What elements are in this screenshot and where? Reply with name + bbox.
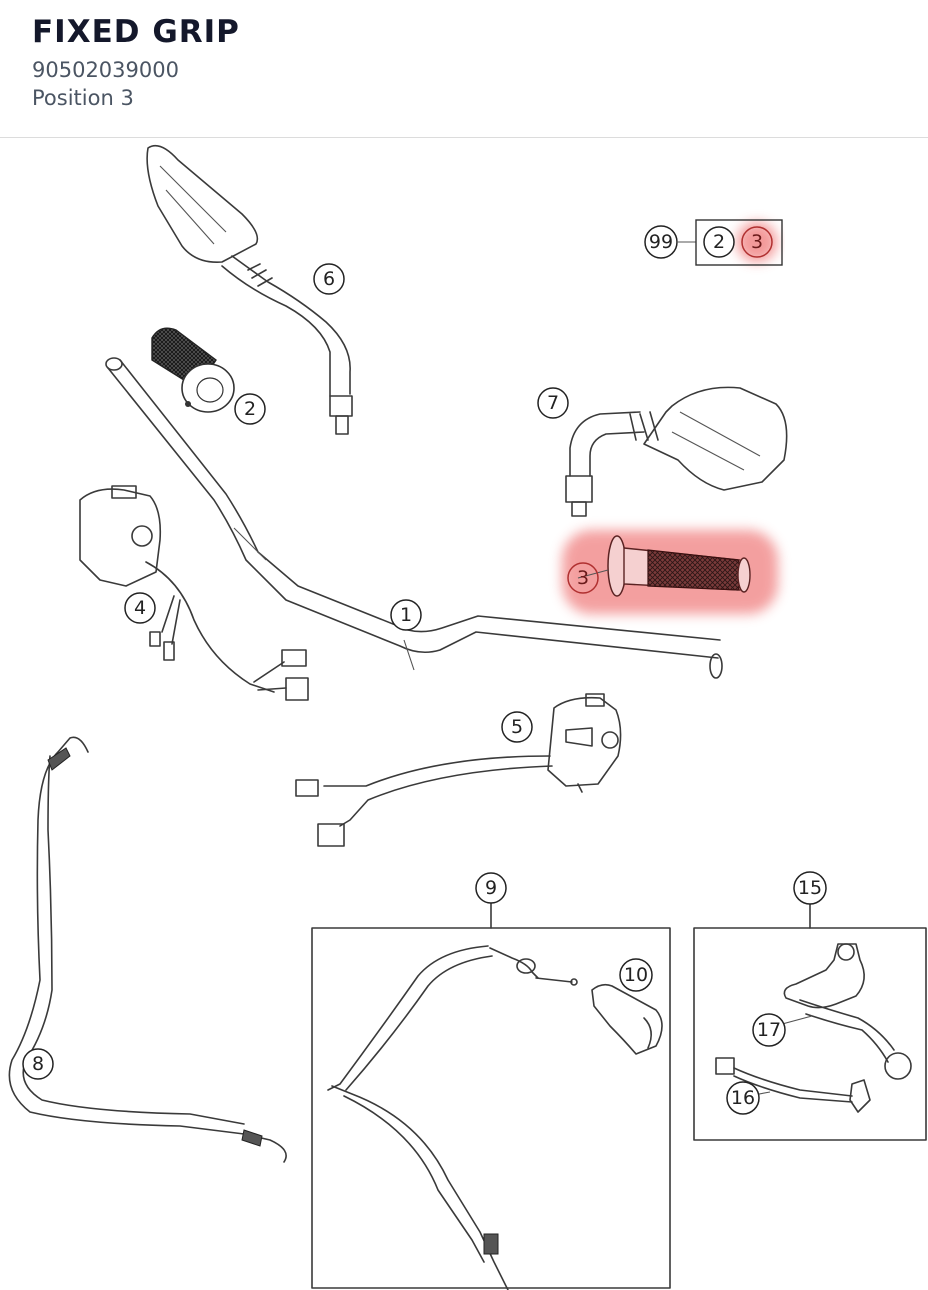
svg-text:1: 1 [400, 604, 412, 626]
callout-9[interactable]: 9 [475, 872, 507, 904]
handlebar-part[interactable] [105, 357, 723, 679]
position-label: Position 3 [32, 86, 134, 110]
page-title: FIXED GRIP [32, 14, 240, 50]
svg-text:16: 16 [731, 1087, 755, 1109]
right-switch-part[interactable] [295, 693, 622, 847]
svg-text:10: 10 [624, 964, 648, 986]
left-grip-part[interactable] [151, 327, 235, 413]
throttle-cable-part[interactable] [327, 945, 578, 1290]
callout-7[interactable]: 7 [537, 387, 569, 419]
highlight-glow-ref [737, 222, 777, 262]
brake-switch-part[interactable] [715, 1057, 871, 1113]
left-mirror-part[interactable] [146, 144, 353, 435]
svg-text:3: 3 [577, 567, 589, 589]
callout-17[interactable]: 17 [752, 1013, 786, 1047]
svg-text:15: 15 [798, 877, 822, 899]
callout-8[interactable]: 8 [22, 1048, 54, 1080]
svg-text:5: 5 [511, 716, 523, 738]
callout-2[interactable]: 2 [234, 393, 266, 425]
callout-15[interactable]: 15 [793, 871, 827, 905]
left-switch-part[interactable] [79, 485, 309, 701]
callout-16[interactable]: 16 [726, 1081, 760, 1115]
part-number: 90502039000 [32, 58, 179, 82]
svg-text:3: 3 [751, 231, 763, 253]
fixed-grip-part[interactable] [607, 535, 751, 597]
svg-text:99: 99 [649, 231, 673, 253]
right-mirror-part[interactable] [565, 386, 788, 517]
svg-text:17: 17 [757, 1019, 781, 1041]
svg-text:2: 2 [244, 398, 256, 420]
svg-text:4: 4 [134, 597, 146, 619]
callout-10[interactable]: 10 [619, 958, 653, 992]
svg-text:8: 8 [32, 1053, 44, 1075]
parts-diagram: 1 2 3 4 5 6 7 8 9 10 15 16 17 99 2 3 [8, 144, 927, 1290]
callout-1[interactable]: 1 [390, 599, 422, 631]
header: FIXED GRIP 90502039000 Position 3 [0, 0, 928, 138]
callout-99[interactable]: 99 [644, 225, 678, 259]
cable-cover-part[interactable] [591, 983, 663, 1055]
svg-text:9: 9 [485, 877, 497, 899]
callout-3[interactable]: 3 [567, 562, 599, 594]
reference-box-99 [695, 219, 783, 266]
brake-lever-box [693, 927, 927, 1141]
svg-text:2: 2 [713, 231, 725, 253]
callout-99-item-3[interactable]: 3 [741, 226, 773, 258]
callout-5[interactable]: 5 [501, 711, 533, 743]
callout-99-item-2[interactable]: 2 [703, 226, 735, 258]
cable-part[interactable] [8, 736, 287, 1163]
brake-lever-part[interactable] [783, 943, 912, 1080]
svg-text:7: 7 [547, 392, 559, 414]
svg-text:6: 6 [323, 268, 335, 290]
callout-6[interactable]: 6 [313, 263, 345, 295]
callout-4[interactable]: 4 [124, 592, 156, 624]
